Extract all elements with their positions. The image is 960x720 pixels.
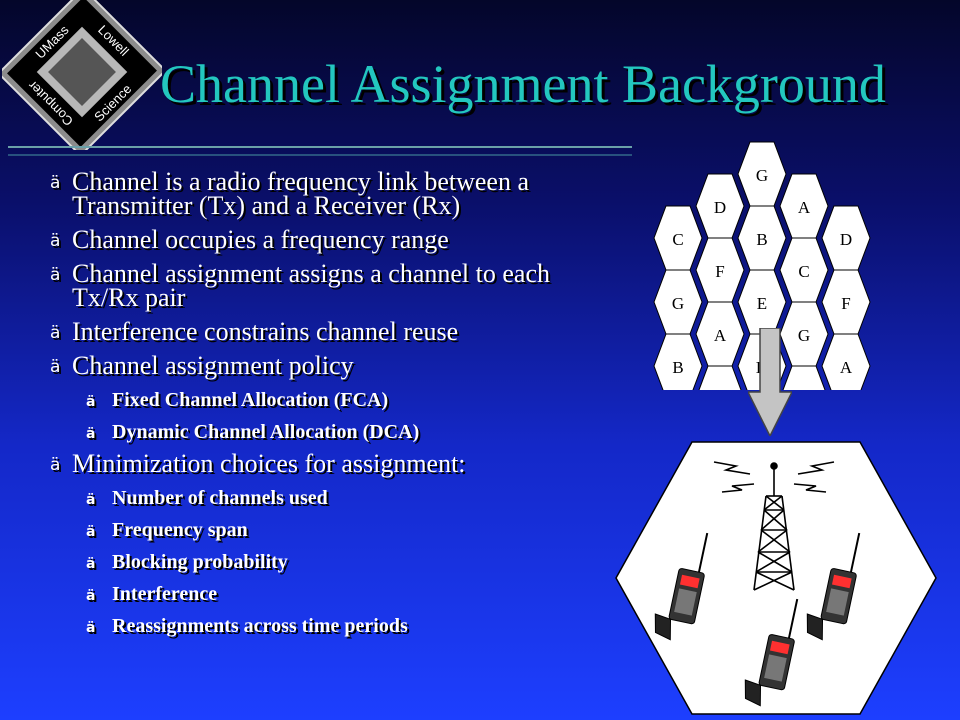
bullet-icon: ä [50, 265, 61, 285]
bullet-icon: ä [50, 357, 61, 377]
bullet-list: ä Channel is a radio frequency link betwe… [50, 167, 610, 646]
hex-cell-label: E [757, 294, 767, 313]
sub-bullet-item: ä Frequency span [50, 518, 610, 542]
hex-cell: A [695, 301, 745, 367]
cell-phone-icon [744, 598, 799, 707]
hex-cell: D [695, 173, 745, 239]
sub-bullet-item: ä Fixed Channel Allocation (FCA) [50, 388, 610, 412]
sub-bullet-text: Dynamic Channel Allocation (DCA) [112, 421, 420, 443]
bullet-icon: ä [86, 620, 96, 636]
bullet-item: ä Channel occupies a frequency range [50, 225, 610, 254]
hex-cell-label: B [672, 358, 683, 377]
hex-cell: A [821, 333, 871, 390]
hex-cell-label: C [672, 230, 683, 249]
hex-cell: E [737, 269, 787, 335]
bullet-icon: ä [86, 556, 96, 572]
hex-cell-shape [653, 333, 703, 390]
hex-cell: D [821, 205, 871, 271]
bullet-icon: ä [86, 492, 96, 508]
bullet-icon: ä [86, 524, 96, 540]
bullet-text: Minimization choices for assignment: [72, 449, 466, 478]
bullet-icon: ä [86, 588, 96, 604]
sub-bullet-item: ä Dynamic Channel Allocation (DCA) [50, 420, 610, 444]
hex-cell-label: D [714, 198, 726, 217]
radio-tower-icon [713, 461, 835, 591]
hex-cell: G [779, 301, 829, 367]
hex-cell-label: B [756, 230, 767, 249]
bullet-text: Interference constrains channel reuse [72, 317, 459, 346]
bullet-icon: ä [50, 323, 61, 343]
bullet-text: Channel assignment assigns a channel to … [72, 259, 550, 312]
bullet-item: ä Channel assignment policy [50, 351, 610, 380]
hex-cell-label: A [714, 326, 727, 345]
hex-cell-label: G [798, 326, 810, 345]
hex-cell: B [782, 365, 826, 390]
hex-cell: B [653, 333, 703, 390]
sub-bullet-text: Frequency span [112, 519, 248, 541]
bullet-item: ä Minimization choices for assignment: [50, 449, 610, 478]
bullet-icon: ä [50, 455, 61, 475]
hex-cell: C [653, 205, 703, 271]
hex-cell-label: A [840, 358, 853, 377]
hex-cell: F [695, 237, 745, 303]
hex-cell-grid: GDACBDFCGEFAGBDACBE [653, 141, 871, 390]
bullet-text: Channel is a radio frequency link betwee… [72, 167, 529, 220]
bullet-icon: ä [50, 231, 61, 251]
hex-cell: C [779, 237, 829, 303]
sub-bullet-text: Number of channels used [112, 487, 328, 509]
sub-bullet-item: ä Blocking probability [50, 550, 610, 574]
cell-phone-icon [654, 532, 709, 641]
hex-cell-label: D [840, 230, 852, 249]
sub-bullet-text: Reassignments across time periods [112, 615, 408, 637]
sub-bullet-text: Fixed Channel Allocation (FCA) [112, 389, 389, 411]
hex-cell: G [653, 269, 703, 335]
hex-cell-label: F [841, 294, 850, 313]
bullet-text: Channel occupies a frequency range [72, 225, 449, 254]
hex-cell-label: A [798, 198, 811, 217]
slide-title: Channel Assignment Background [160, 54, 886, 114]
bullet-item: ä Channel assignment assigns a channel to… [50, 259, 610, 312]
bullet-icon: ä [50, 173, 61, 193]
sub-bullet-item: ä Reassignments across time periods [50, 614, 610, 638]
bullet-icon: ä [86, 394, 96, 410]
hex-cell: F [821, 269, 871, 335]
hex-cell-label: G [672, 294, 684, 313]
hex-cell-label: G [756, 166, 768, 185]
hex-cell-label: C [798, 262, 809, 281]
hex-cell: B [737, 205, 787, 271]
bullet-text: Channel assignment policy [72, 351, 354, 380]
sub-bullet-item: ä Number of channels used [50, 486, 610, 510]
sub-bullet-item: ä Interference [50, 582, 610, 606]
cell-phone-icon [806, 532, 861, 641]
hex-cell-shape [821, 333, 871, 390]
hex-cell: G [737, 141, 787, 207]
down-arrow-icon [748, 328, 792, 436]
title-divider [8, 146, 632, 156]
logo-chip-icon: UMass Science Computer Lowell [2, 0, 162, 150]
hex-cell: C [698, 365, 742, 390]
sub-bullet-text: Interference [112, 583, 218, 605]
bullet-icon: ä [86, 426, 96, 442]
bullet-item: ä Interference constrains channel reuse [50, 317, 610, 346]
cell-illustration [615, 441, 937, 715]
bullet-item: ä Channel is a radio frequency link betwe… [50, 167, 610, 220]
hex-cell-shape [698, 365, 742, 390]
hex-cell-shape [782, 365, 826, 390]
hex-cell: A [779, 173, 829, 239]
sub-bullet-text: Blocking probability [112, 551, 288, 573]
hex-cell-label: F [715, 262, 724, 281]
